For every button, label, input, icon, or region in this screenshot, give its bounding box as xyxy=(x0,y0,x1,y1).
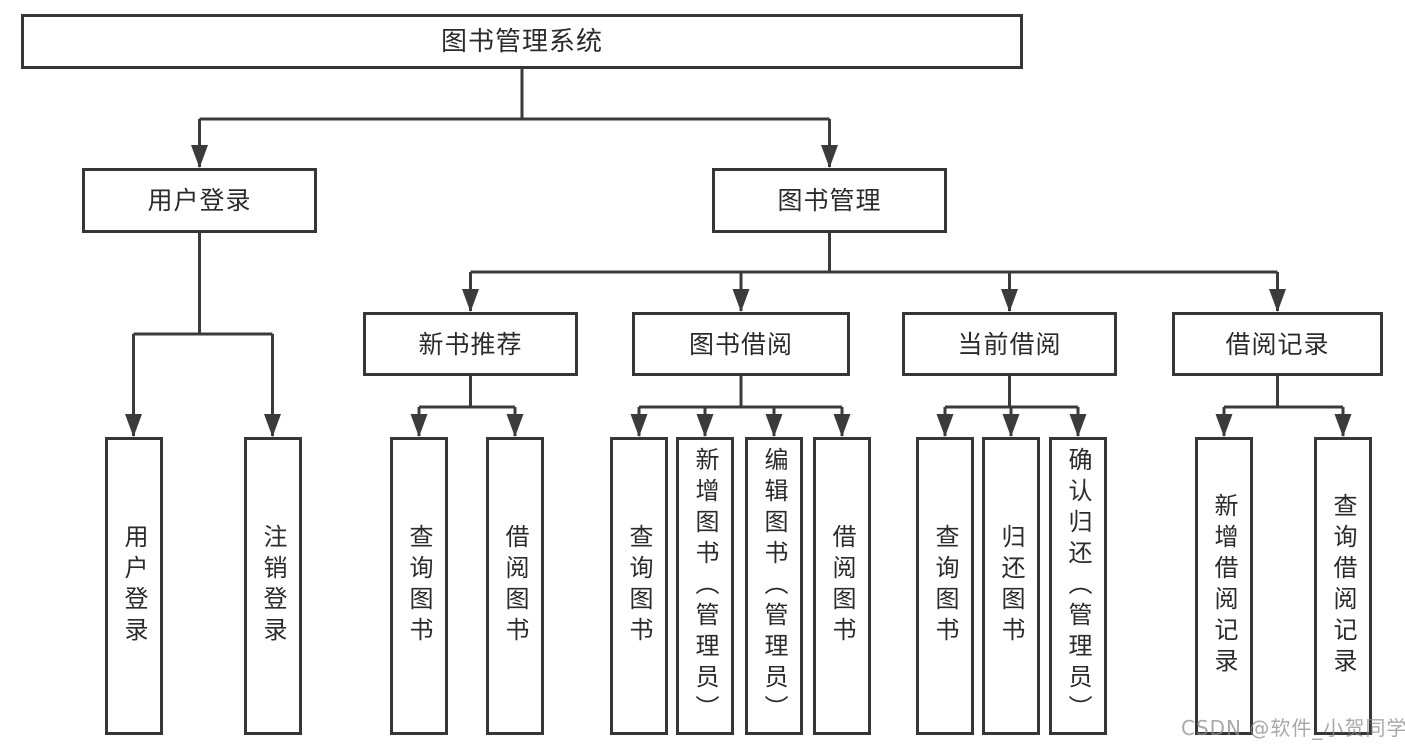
leaf-query-books-borrowing: 查询图书 xyxy=(610,437,668,735)
node-current-borrowing: 当前借阅 xyxy=(902,312,1117,376)
leaf-add-book-admin: 新增图书（管理员） xyxy=(676,437,734,735)
node-book-management: 图书管理 xyxy=(712,168,947,233)
leaf-borrow-books-recommend: 借阅图书 xyxy=(486,437,544,735)
leaf-logout: 注销登录 xyxy=(244,437,302,735)
leaf-edit-book-admin: 编辑图书（管理员） xyxy=(745,437,803,735)
leaf-user-login: 用户登录 xyxy=(105,437,163,735)
node-library-management-system: 图书管理系统 xyxy=(21,14,1023,69)
leaf-borrow-books-borrowing: 借阅图书 xyxy=(813,437,871,735)
node-new-book-recommendation: 新书推荐 xyxy=(363,312,578,376)
leaf-return-book: 归还图书 xyxy=(982,437,1040,735)
leaf-query-borrow-record: 查询借阅记录 xyxy=(1314,437,1372,735)
leaf-query-books-current: 查询图书 xyxy=(916,437,974,735)
node-borrowing-records: 借阅记录 xyxy=(1172,312,1383,376)
leaf-confirm-return-admin: 确认归还（管理员） xyxy=(1049,437,1107,735)
csdn-watermark: CSDN @软件_小贺同学 xyxy=(1181,716,1405,740)
node-user-login: 用户登录 xyxy=(82,168,317,233)
leaf-add-borrow-record: 新增借阅记录 xyxy=(1195,437,1253,735)
node-book-borrowing: 图书借阅 xyxy=(632,312,850,376)
leaf-query-books-recommend: 查询图书 xyxy=(390,437,448,735)
